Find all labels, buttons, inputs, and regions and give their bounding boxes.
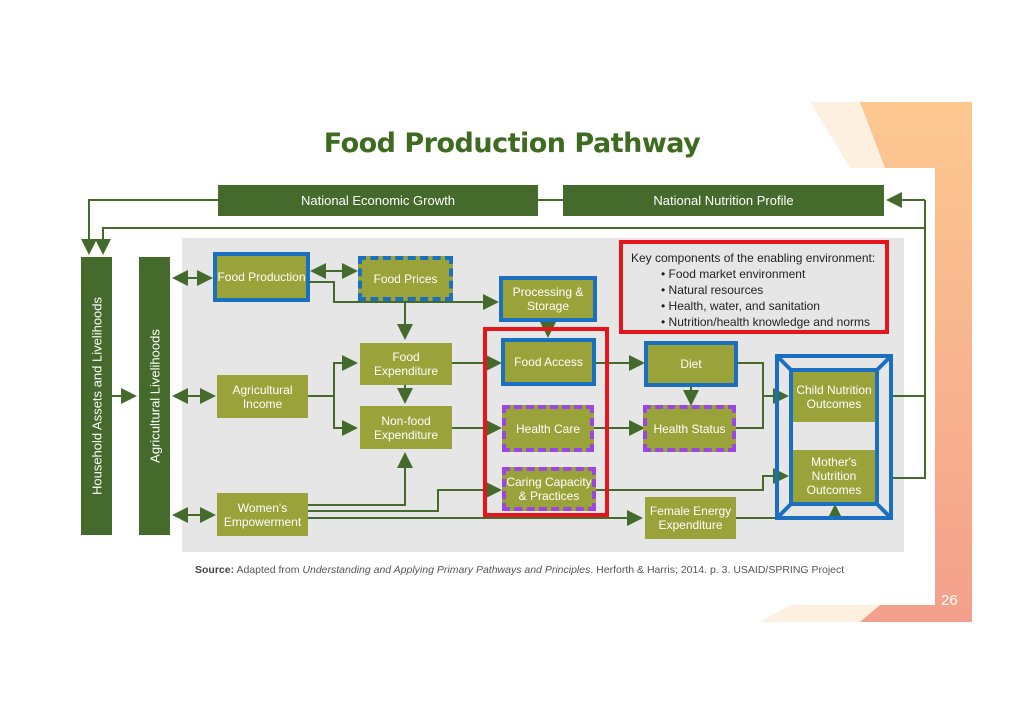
- node-label: Agricultural Income: [232, 382, 293, 411]
- key-item: Natural resources: [661, 282, 877, 298]
- node-label: Processing & Storage: [512, 285, 584, 313]
- node-food-access: Food Access: [501, 338, 596, 386]
- node-label: Health Care: [515, 421, 581, 436]
- enabling-environment-key: Key components of the enabling environme…: [619, 240, 889, 334]
- node-label: Women's Empowerment: [223, 500, 302, 529]
- node-caring-capacity: Caring Capacity & Practices: [502, 467, 596, 511]
- node-female-energy: Female Energy Expenditure: [645, 497, 736, 539]
- node-label: Food Prices: [373, 271, 438, 286]
- node-label: Food Access: [514, 355, 583, 369]
- node-label: Diet: [680, 357, 702, 371]
- agricultural-livelihoods-bar: Agricultural Livelihoods: [139, 257, 170, 535]
- key-item: Health, water, and sanitation: [661, 298, 877, 314]
- node-nonfood-expenditure: Non-food Expenditure: [360, 406, 452, 449]
- key-item: Food market environment: [661, 266, 877, 282]
- node-food-expenditure: Food Expenditure: [360, 343, 452, 385]
- source-suffix: . Herforth & Harris; 2014. p. 3. USAID/S…: [590, 564, 845, 576]
- slide-title: Food Production Pathway: [323, 128, 701, 159]
- page-number: 26: [941, 592, 958, 609]
- node-label: Non-food Expenditure: [373, 413, 439, 442]
- node-agricultural-income: Agricultural Income: [217, 375, 308, 418]
- node-label: Child Nutrition Outcomes: [796, 383, 872, 411]
- node-food-prices: Food Prices: [358, 256, 453, 301]
- node-label: Female Energy Expenditure: [649, 504, 732, 532]
- node-label: Mother's Nutrition Outcomes: [806, 455, 862, 497]
- bar-label: National Economic Growth: [301, 193, 455, 208]
- node-food-production: Food Production: [213, 252, 310, 302]
- key-list: Food market environment Natural resource…: [631, 266, 877, 330]
- source-work: Understanding and Applying Primary Pathw…: [302, 564, 591, 576]
- node-label: Food Production: [217, 270, 306, 284]
- national-economic-growth-bar: National Economic Growth: [218, 185, 538, 216]
- node-diet: Diet: [644, 341, 738, 387]
- key-item: Nutrition/health knowledge and norms: [661, 314, 877, 330]
- source-citation: Source: Adapted from Understanding and A…: [195, 564, 844, 576]
- red-highlight-frame: [483, 327, 609, 517]
- household-assets-bar: Household Assets and Livelihoods: [81, 257, 112, 535]
- node-processing-storage: Processing & Storage: [499, 276, 597, 322]
- node-womens-empowerment: Women's Empowerment: [217, 493, 308, 536]
- node-child-outcomes: Child Nutrition Outcomes: [793, 372, 875, 422]
- node-health-status: Health Status: [643, 405, 736, 452]
- node-mother-outcomes: Mother's Nutrition Outcomes: [793, 450, 875, 502]
- node-health-care: Health Care: [502, 405, 594, 452]
- bar-label: National Nutrition Profile: [653, 193, 794, 208]
- node-label: Food Expenditure: [373, 350, 439, 378]
- source-label: Source:: [195, 564, 235, 576]
- node-label: Caring Capacity & Practices: [506, 475, 592, 503]
- national-nutrition-profile-bar: National Nutrition Profile: [563, 185, 884, 216]
- key-heading: Key components of the enabling environme…: [631, 251, 876, 265]
- source-prefix: Adapted from: [236, 564, 300, 576]
- node-label: Health Status: [653, 421, 726, 436]
